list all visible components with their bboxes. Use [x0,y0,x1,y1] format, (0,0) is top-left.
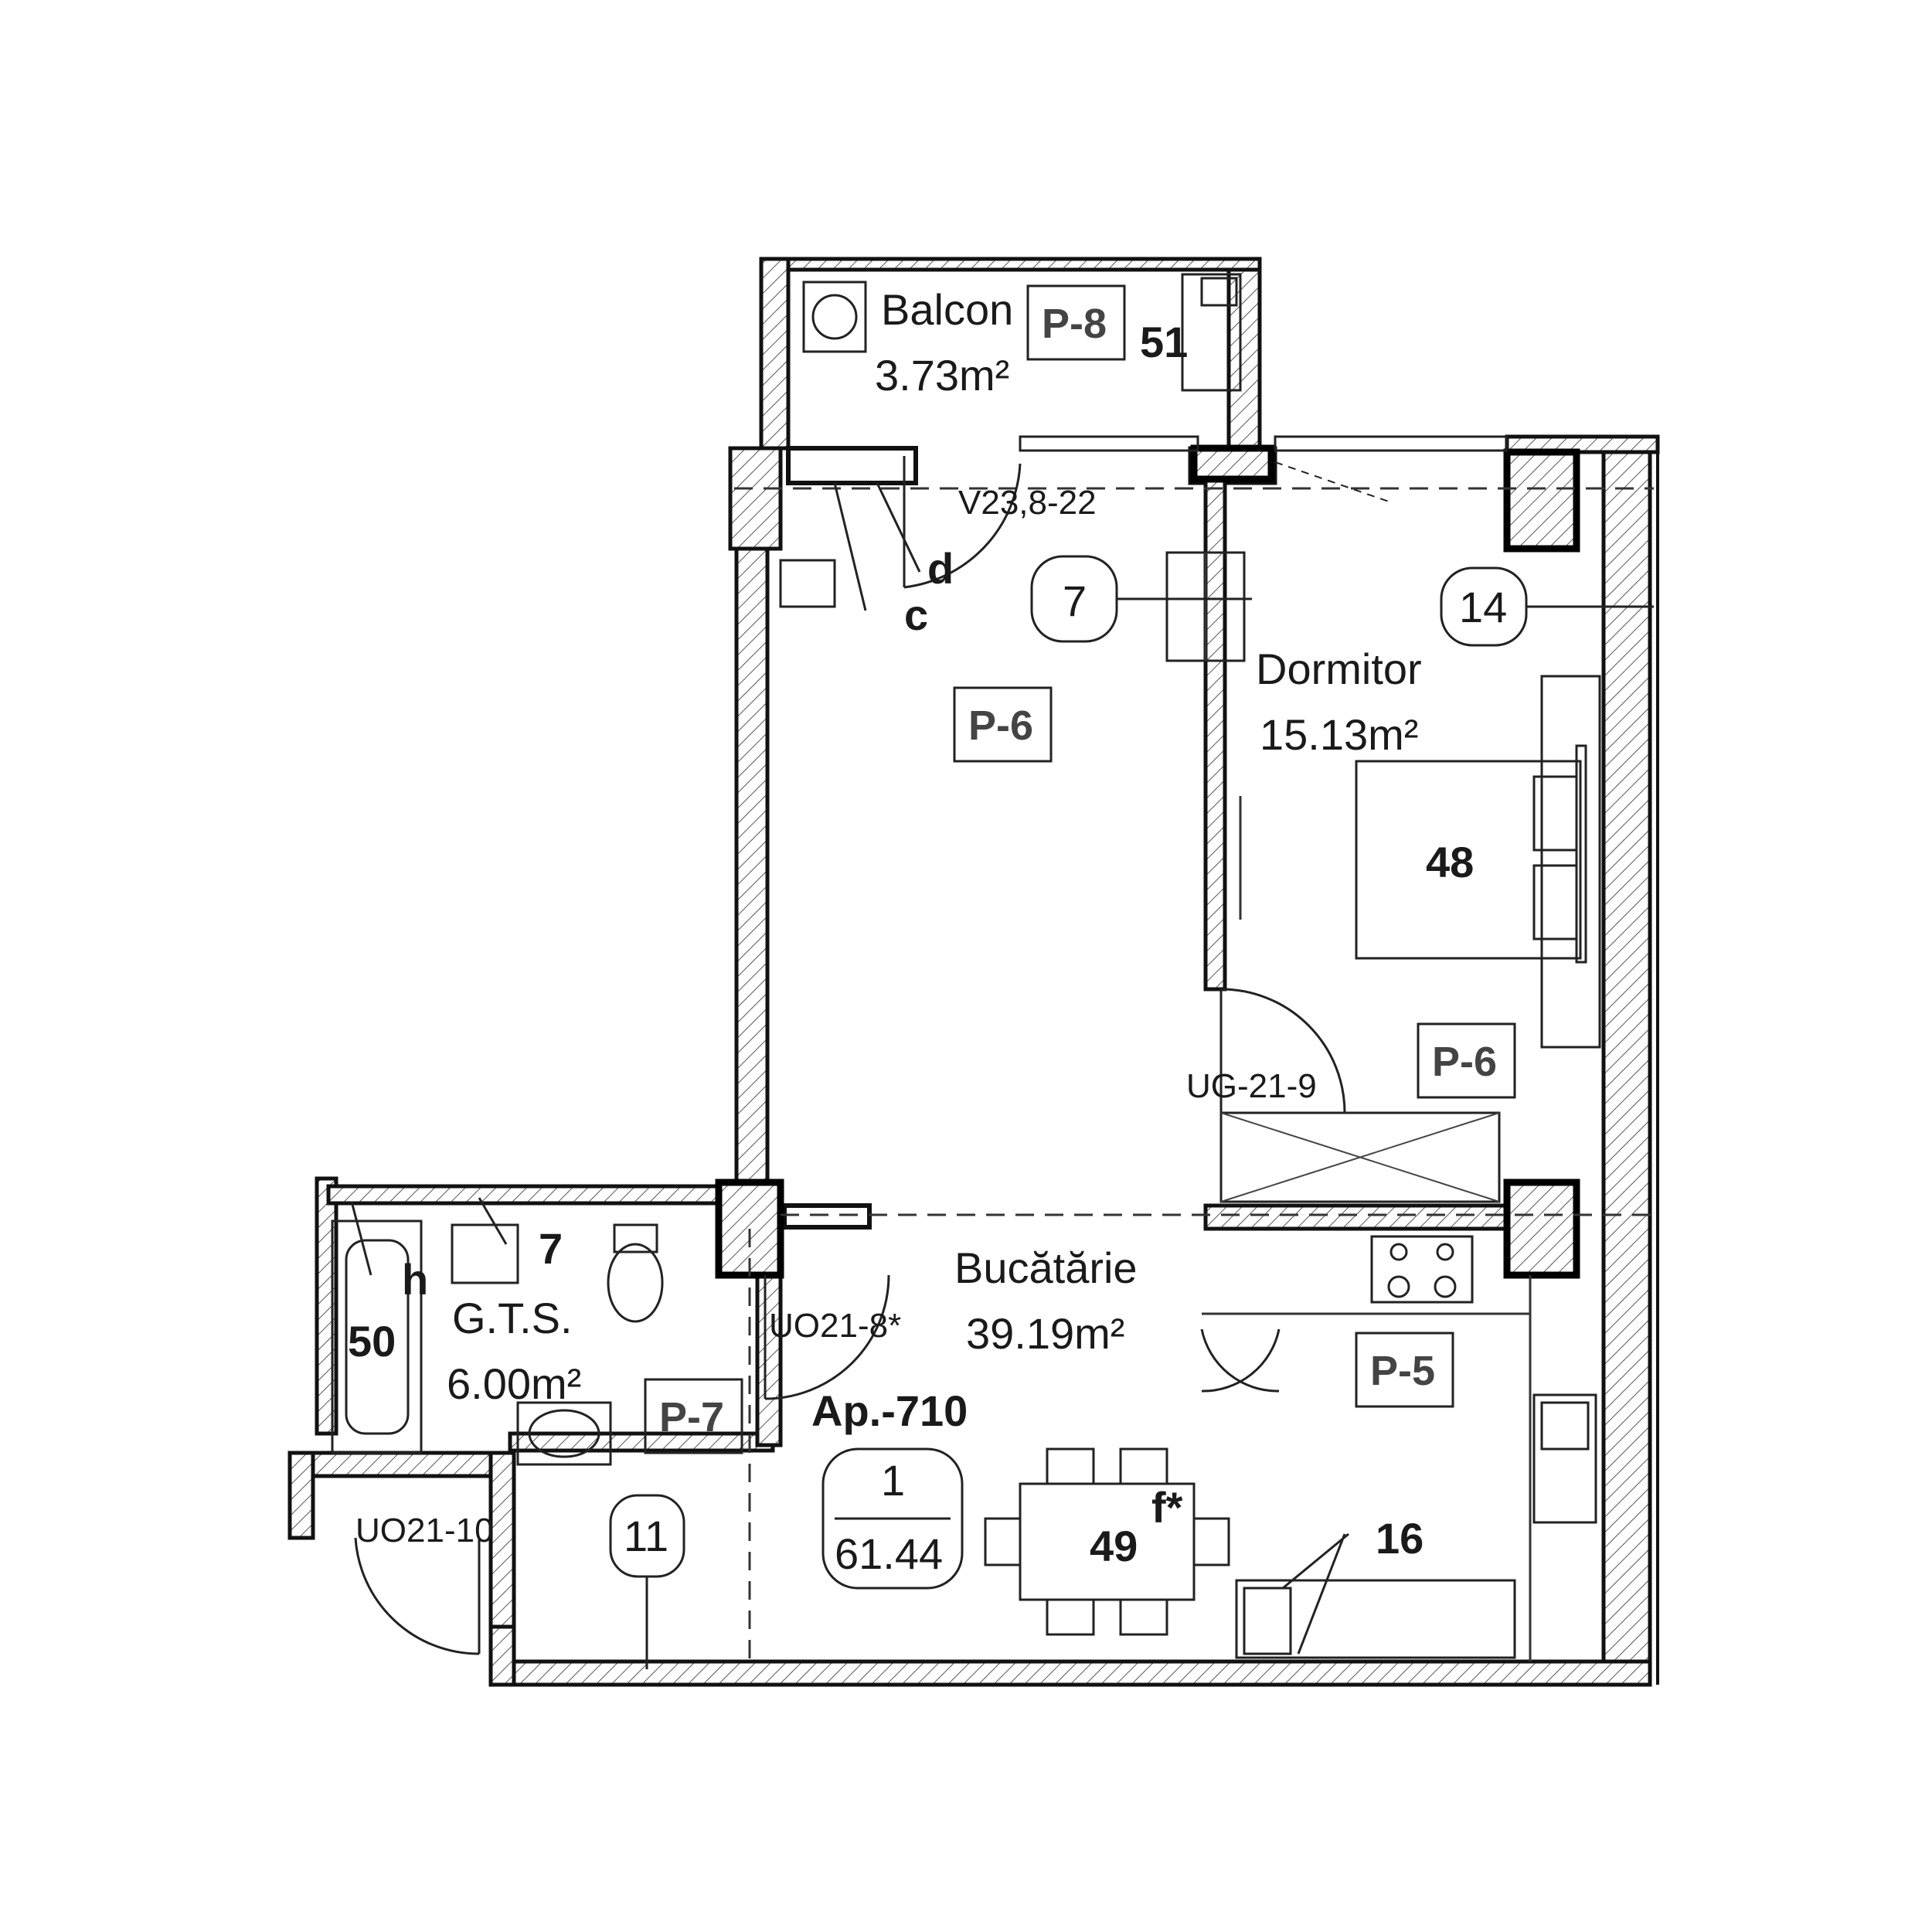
exterior-walls [287,257,1660,1687]
item-h: h [402,1255,428,1304]
bucatarie-tag: P-5 [1370,1348,1435,1394]
living-tag: P-6 [968,702,1033,749]
item-d: d [927,544,954,593]
gts-name: G.T.S. [452,1294,573,1342]
bathtub [331,1219,423,1454]
bed [1355,760,1582,960]
furniture [331,273,1601,1662]
item-51: 51 [1140,318,1188,366]
item-49: 49 [1090,1522,1138,1570]
door-ug21: UG-21-9 [1186,1067,1317,1105]
windows [1019,435,1509,503]
marker-7: 7 [1063,577,1087,625]
balcon-tag: P-8 [1042,301,1107,347]
axis-lines [734,487,1654,1669]
apartment-number: 1 [881,1456,905,1505]
doors [354,456,1346,1655]
gts-tag: P-7 [659,1394,724,1440]
door-v23: V23,8-22 [958,484,1097,522]
dormitor-tag: P-6 [1432,1039,1497,1085]
markers: 7 14 11 [609,555,1654,1669]
bucatarie-name: Bucătărie [954,1243,1138,1292]
item-16: 16 [1376,1514,1423,1563]
room-labels: Balcon 3.73m² P-8 Dormitor 15.13m² P-6 P… [447,284,1516,1454]
item-7: 7 [539,1224,563,1273]
door-uo21-10: UO21-10 [355,1512,494,1549]
item-numbers: 51 48 50 49 16 7 c d h f* [348,318,1474,1570]
item-f: f* [1151,1483,1183,1532]
apartment-label: Ap.-710 1 61.44 [811,1386,968,1590]
apartment-id: Ap.-710 [811,1386,968,1435]
bucatarie-area: 39.19m² [966,1309,1124,1358]
balcon-area: 3.73m² [875,351,1009,400]
marker-11: 11 [624,1512,668,1560]
dormitor-area: 15.13m² [1260,710,1418,759]
leader-lines [350,482,1349,1655]
item-50: 50 [348,1317,396,1366]
cooktop [1370,1235,1474,1304]
toilet [607,1243,664,1323]
door-labels: V23,8-22 UG-21-9 UO21-8* UO21-10 [355,484,1317,1549]
dormitor-name: Dormitor [1256,645,1422,693]
door-uo21-8: UO21-8* [769,1307,901,1345]
balcon-name: Balcon [881,285,1013,334]
kitchen-sink [1532,1393,1597,1524]
marker-14: 14 [1459,583,1507,631]
gts-area: 6.00m² [447,1359,581,1408]
item-48: 48 [1426,838,1474,886]
item-c: c [904,590,928,639]
apartment-area: 61.44 [835,1529,943,1578]
columns [715,444,1580,1279]
